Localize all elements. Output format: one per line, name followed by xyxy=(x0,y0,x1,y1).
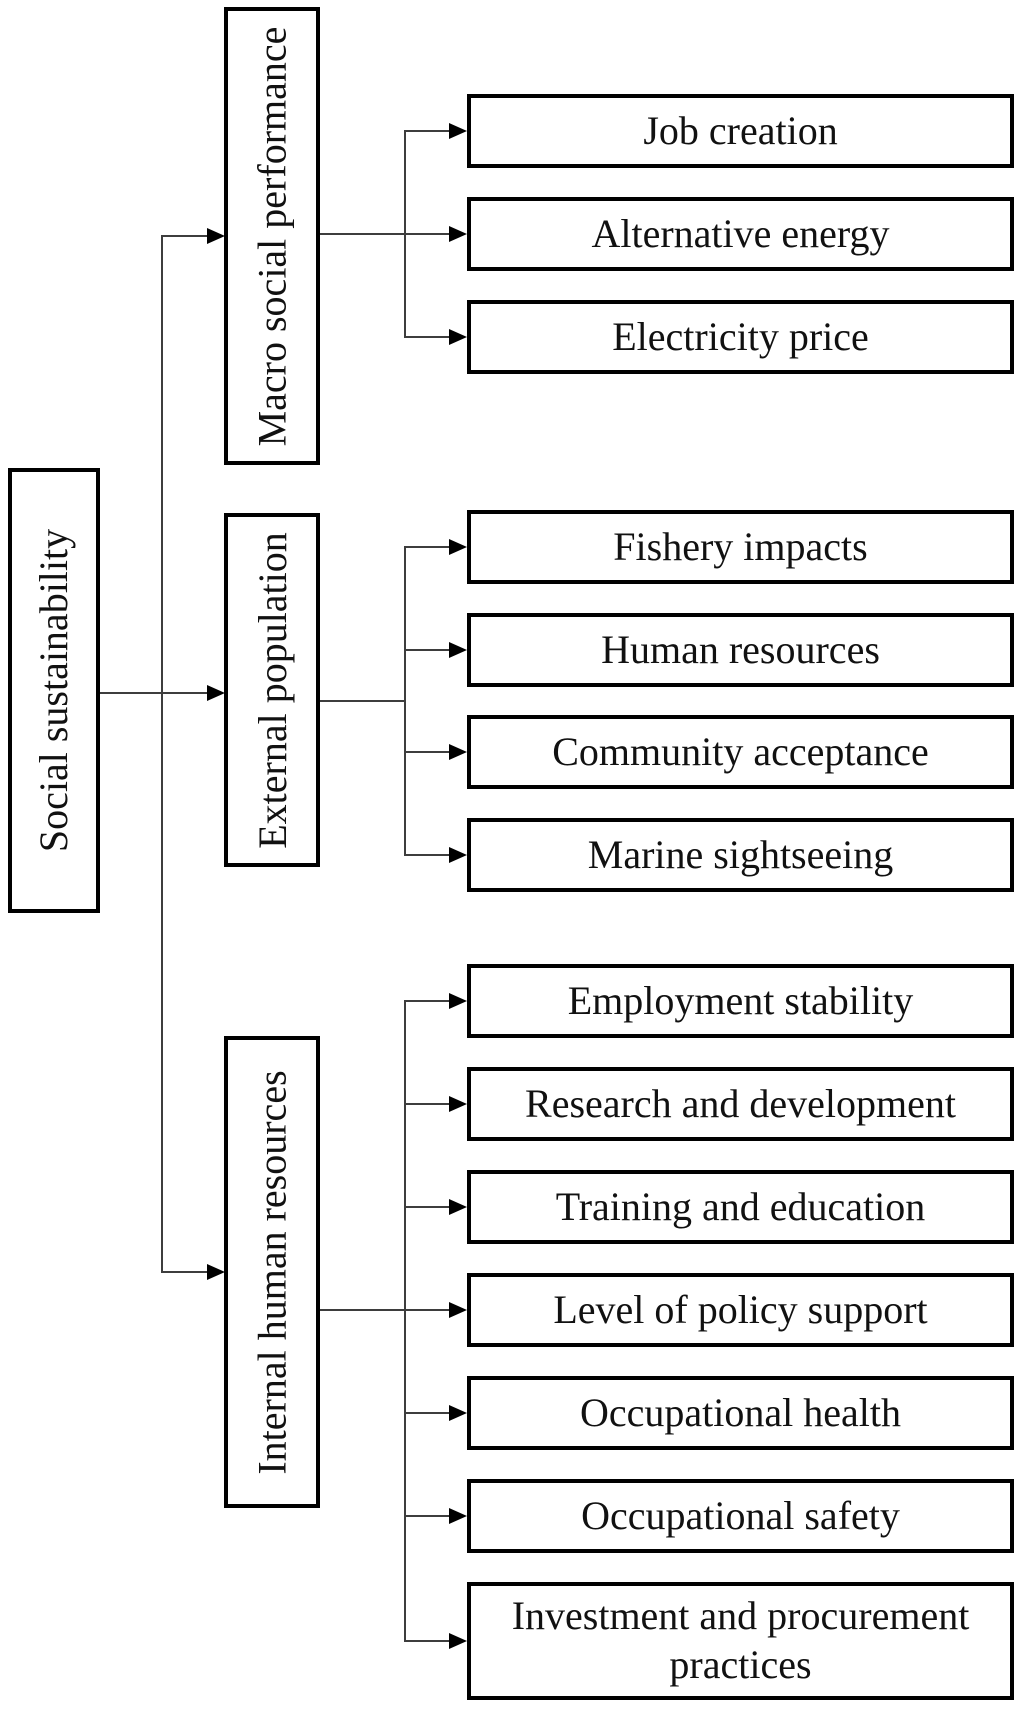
leaf-label: Employment stability xyxy=(567,977,914,1023)
leaf-label: Research and development xyxy=(525,1080,956,1126)
arrowhead xyxy=(449,329,467,345)
leaf-box-alternative-energy: Alternative energy xyxy=(467,197,1014,271)
leaf-label: Electricity price xyxy=(612,313,869,359)
connector-leaf-stub xyxy=(404,1309,452,1311)
arrowhead xyxy=(449,539,467,555)
connector-macro-to-branch xyxy=(320,233,405,235)
connector-leaf-stub xyxy=(404,1515,452,1517)
connector-external-to-branch xyxy=(320,700,405,702)
leaf-box-fishery-impacts: Fishery impacts xyxy=(467,510,1014,584)
leaf-label: Human resources xyxy=(601,626,880,672)
connector-leaf-stub xyxy=(404,336,452,338)
arrowhead xyxy=(449,226,467,242)
leaf-box-occupational-safety: Occupational safety xyxy=(467,1479,1014,1553)
connector-leaf-stub xyxy=(404,1206,452,1208)
leaf-label: Job creation xyxy=(643,107,838,153)
branch-vertical-group3 xyxy=(404,1000,406,1642)
category-box-internal-human-resources: Internal human resources xyxy=(224,1036,320,1508)
arrowhead xyxy=(449,993,467,1009)
arrowhead xyxy=(449,1508,467,1524)
arrowhead xyxy=(449,1096,467,1112)
arrowhead xyxy=(207,685,225,701)
leaf-label: Level of policy support xyxy=(553,1286,928,1332)
category-box-external-population: External population xyxy=(224,513,320,867)
leaf-box-employment-stability: Employment stability xyxy=(467,964,1014,1038)
connector-leaf-stub xyxy=(404,854,452,856)
leaf-label: Investment and procurement practices xyxy=(511,1593,970,1687)
connector-leaf-stub xyxy=(404,546,452,548)
leaf-box-electricity-price: Electricity price xyxy=(467,300,1014,374)
connector-leaf-stub xyxy=(404,751,452,753)
connector-leaf-stub xyxy=(404,649,452,651)
branch-vertical-group2 xyxy=(404,546,406,856)
leaf-box-research-and-development: Research and development xyxy=(467,1067,1014,1141)
category-label: Macro social performance xyxy=(249,26,295,446)
arrowhead xyxy=(449,1405,467,1421)
arrowhead xyxy=(449,1633,467,1649)
arrowhead xyxy=(207,1264,225,1280)
connector-trunk-vertical xyxy=(161,235,163,1273)
arrowhead xyxy=(449,1199,467,1215)
root-label: Social sustainability xyxy=(31,528,77,853)
leaf-box-level-of-policy-support: Level of policy support xyxy=(467,1273,1014,1347)
leaf-box-marine-sightseeing: Marine sightseeing xyxy=(467,818,1014,892)
connector-leaf-stub xyxy=(404,1103,452,1105)
leaf-label: Community acceptance xyxy=(552,728,929,774)
leaf-box-human-resources: Human resources xyxy=(467,613,1014,687)
arrowhead xyxy=(449,123,467,139)
arrowhead xyxy=(207,228,225,244)
connector-leaf-stub xyxy=(404,1412,452,1414)
arrowhead xyxy=(449,847,467,863)
connector-leaf-stub xyxy=(404,1000,452,1002)
category-label: External population xyxy=(249,531,295,849)
leaf-label: Fishery impacts xyxy=(613,523,868,569)
connector-leaf-stub xyxy=(404,130,452,132)
connector-trunk-to-internal xyxy=(161,1271,209,1273)
arrowhead xyxy=(449,744,467,760)
connector-root-to-external xyxy=(100,692,210,694)
arrowhead xyxy=(449,1302,467,1318)
connector-trunk-to-macro xyxy=(161,235,209,237)
leaf-label: Marine sightseeing xyxy=(587,831,894,877)
leaf-label: Occupational safety xyxy=(581,1492,900,1538)
connector-internal-to-branch xyxy=(320,1309,405,1311)
leaf-box-training-and-education: Training and education xyxy=(467,1170,1014,1244)
leaf-label: Occupational health xyxy=(580,1389,901,1435)
root-box-social-sustainability: Social sustainability xyxy=(8,468,100,913)
connector-leaf-stub xyxy=(404,233,452,235)
leaf-box-occupational-health: Occupational health xyxy=(467,1376,1014,1450)
leaf-box-investment-and-procurement-practices: Investment and procurement practices xyxy=(467,1582,1014,1700)
leaf-label: Training and education xyxy=(555,1183,926,1229)
category-label: Internal human resources xyxy=(249,1069,295,1475)
leaf-box-job-creation: Job creation xyxy=(467,94,1014,168)
connector-leaf-stub xyxy=(404,1640,452,1642)
leaf-label: Alternative energy xyxy=(591,210,890,256)
category-box-macro-social-performance: Macro social performance xyxy=(224,7,320,465)
arrowhead xyxy=(449,642,467,658)
leaf-box-community-acceptance: Community acceptance xyxy=(467,715,1014,789)
